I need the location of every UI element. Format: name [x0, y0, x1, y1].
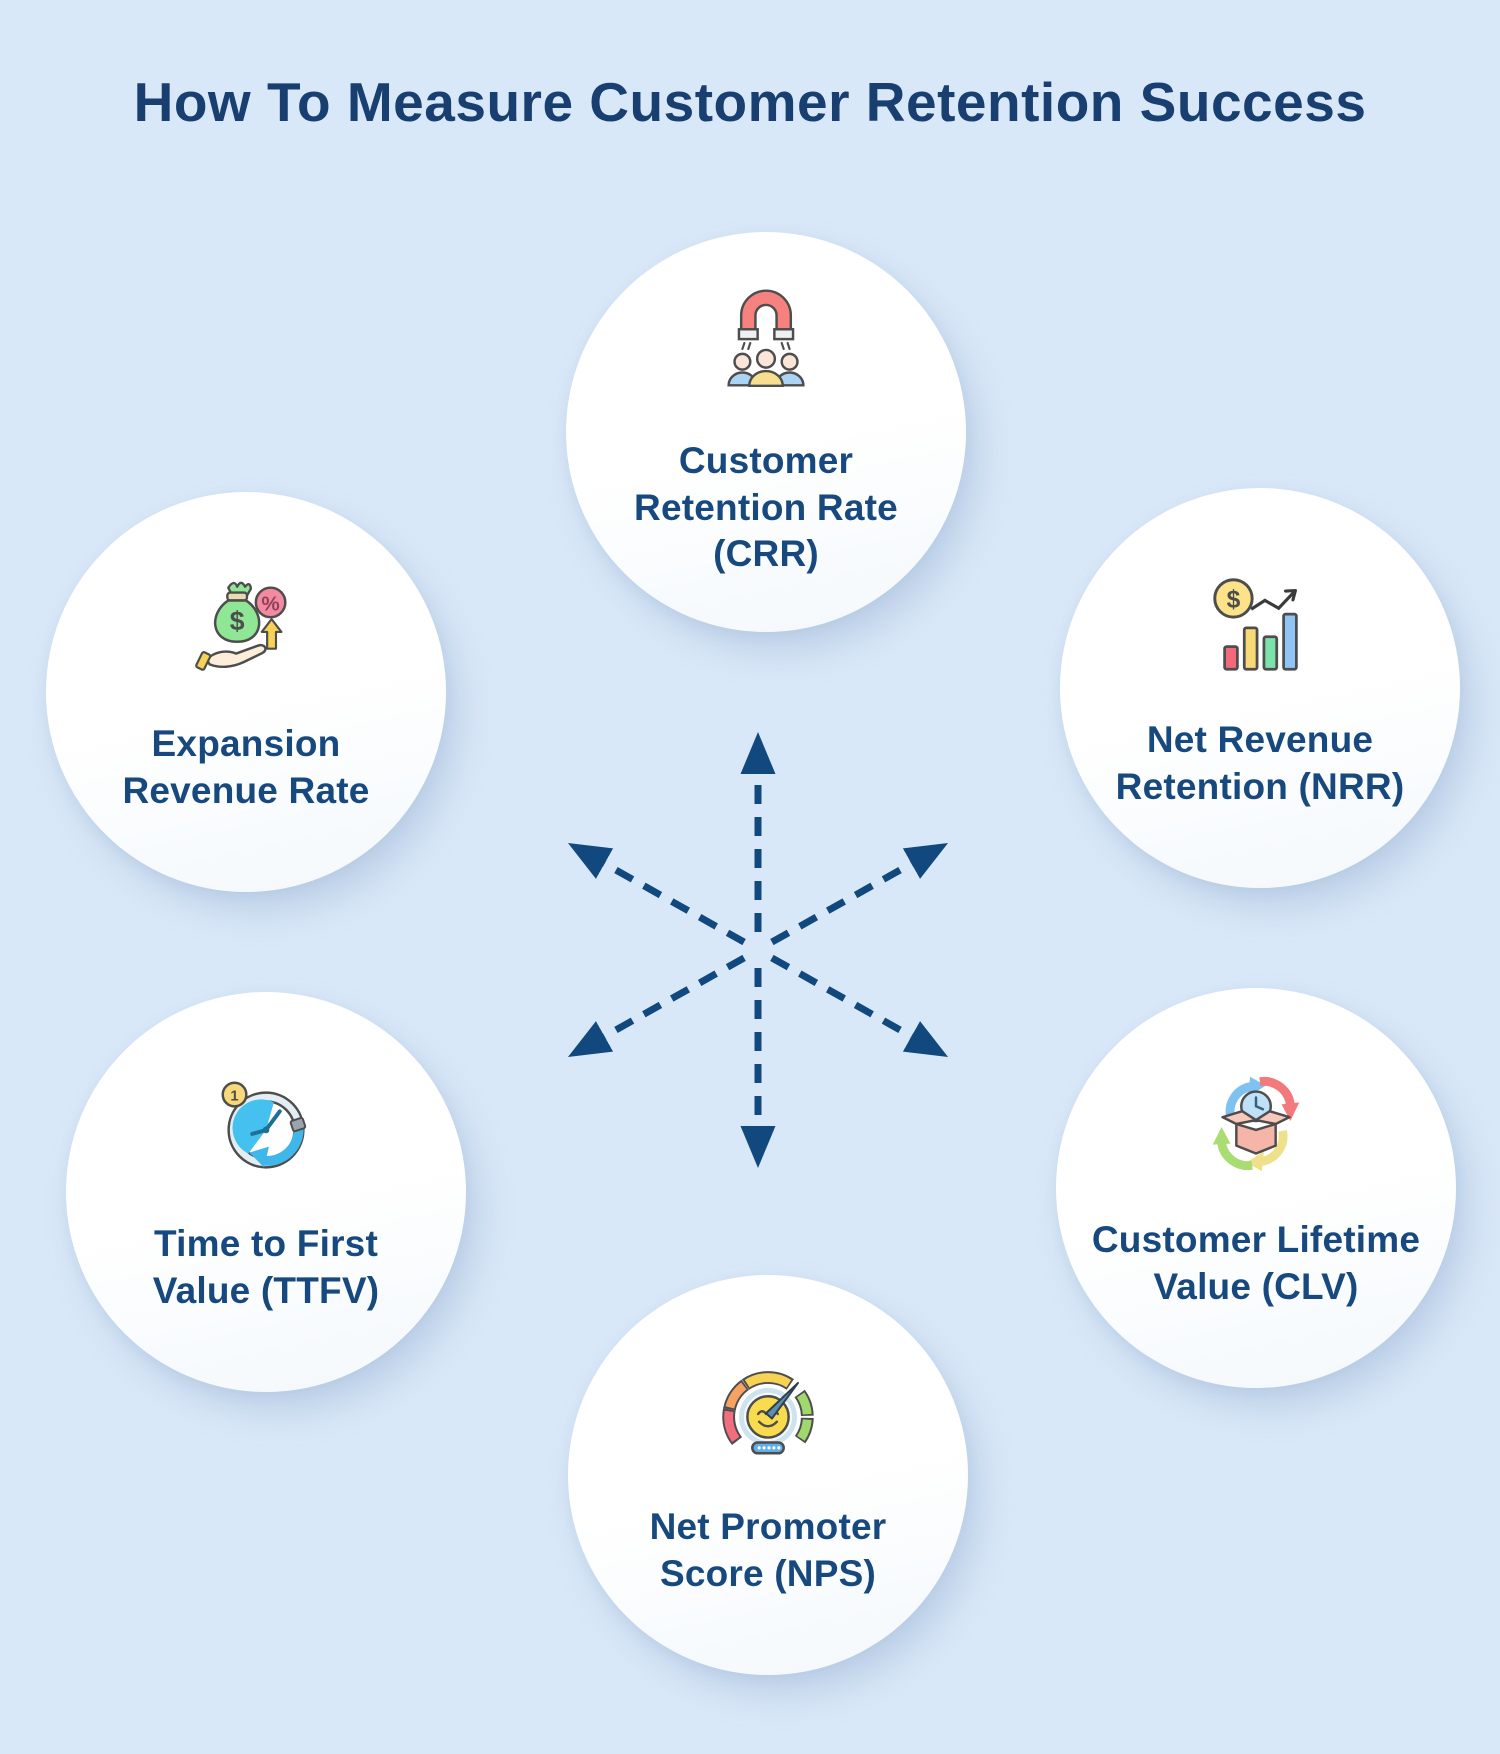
metric-label-expansion: Expansion Revenue Rate	[122, 723, 370, 811]
magnet-people-icon	[707, 286, 825, 404]
arrow-southwest	[567, 954, 746, 1057]
metric-label-clv: Customer Lifetime Value (CLV)	[1091, 1219, 1421, 1307]
metric-label-nrr: Net Revenue Retention (NRR)	[1115, 719, 1405, 807]
metric-circle-clv: Customer Lifetime Value (CLV)	[1056, 988, 1456, 1388]
svg-text:1: 1	[230, 1089, 238, 1105]
arrow-southeast	[770, 954, 949, 1057]
money-bag-hand-icon: % $	[187, 569, 305, 687]
svg-text:%: %	[261, 593, 279, 616]
metric-label-crr: Customer Retention Rate (CRR)	[634, 440, 898, 575]
svg-text:$: $	[230, 606, 245, 636]
clock-rewind-icon: 1	[207, 1069, 325, 1187]
arrow-northeast	[770, 843, 949, 946]
coin-bar-chart-icon: $	[1201, 565, 1319, 683]
page-title: How To Measure Customer Retention Succes…	[133, 71, 1367, 133]
metric-circle-nps: Net Promoter Score (NPS)	[568, 1275, 968, 1675]
svg-text:$: $	[1227, 587, 1241, 614]
metric-circle-expansion: % $ Expansion Revenue Rate	[46, 492, 446, 892]
metric-circle-crr: Customer Retention Rate (CRR)	[566, 232, 966, 632]
gauge-smiley-icon	[709, 1352, 827, 1470]
metric-circle-nrr: $ Net Revenue Retention (NRR)	[1060, 488, 1460, 888]
arrow-northwest	[567, 843, 746, 946]
metric-label-nps: Net Promoter Score (NPS)	[649, 1506, 887, 1594]
metric-circle-ttfv: 1 Time to First Value (TTFV)	[66, 992, 466, 1392]
radiating-arrows	[567, 732, 949, 1168]
box-lifecycle-icon	[1197, 1065, 1315, 1183]
metric-label-ttfv: Time to First Value (TTFV)	[152, 1223, 380, 1311]
